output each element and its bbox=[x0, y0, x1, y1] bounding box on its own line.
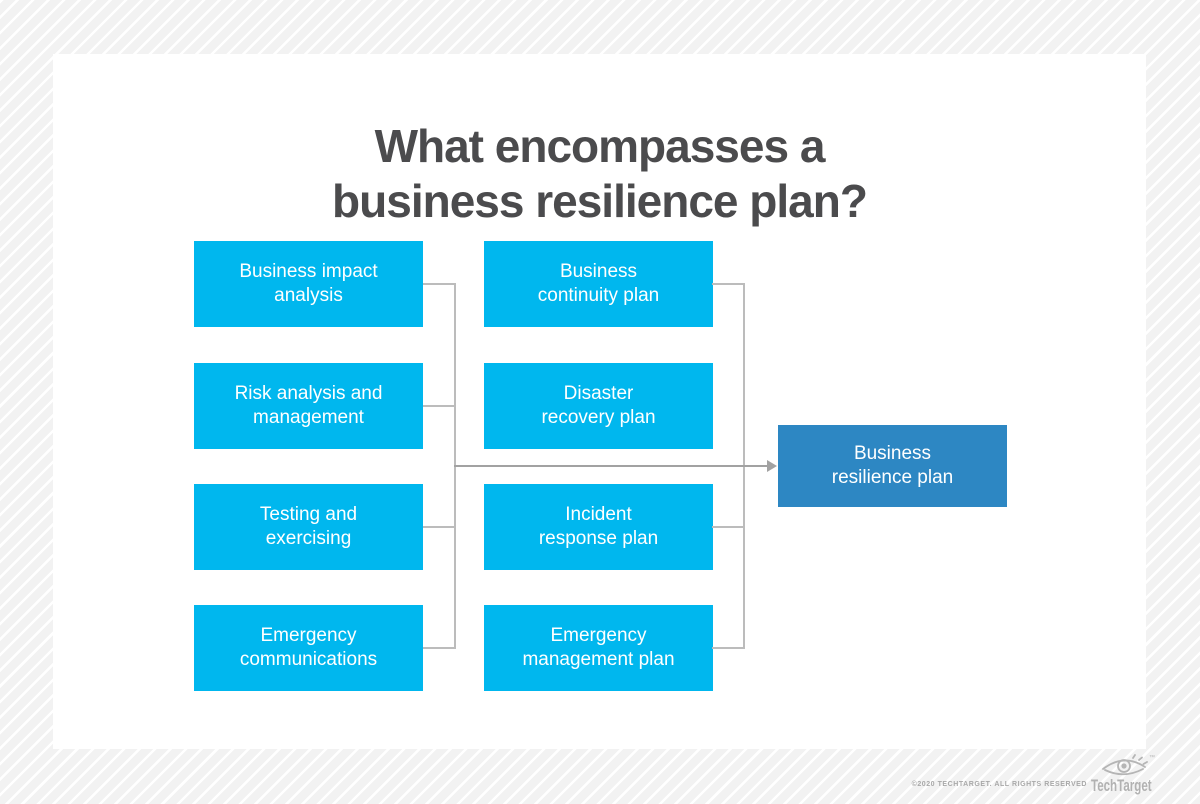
connector-line bbox=[423, 526, 455, 528]
connector-line bbox=[712, 283, 744, 285]
arrow-head-icon bbox=[767, 460, 777, 472]
connector-line bbox=[423, 283, 455, 285]
techtarget-logo: ™ TechTarget bbox=[1090, 753, 1160, 799]
connector-line bbox=[423, 647, 455, 649]
eye-icon bbox=[1102, 754, 1148, 776]
connector-line bbox=[423, 405, 455, 407]
brand-wordmark: TechTarget bbox=[1091, 776, 1152, 795]
connector-line bbox=[712, 526, 744, 528]
trademark-symbol: ™ bbox=[1149, 755, 1155, 761]
copyright-text: ©2020 TECHTARGET. ALL RIGHTS RESERVED bbox=[911, 781, 1087, 788]
connector-line bbox=[712, 647, 744, 649]
page-title-line2: business resilience plan? bbox=[332, 174, 868, 227]
arrow-line bbox=[454, 465, 768, 467]
page-title-line1: What encompasses a bbox=[374, 119, 826, 172]
